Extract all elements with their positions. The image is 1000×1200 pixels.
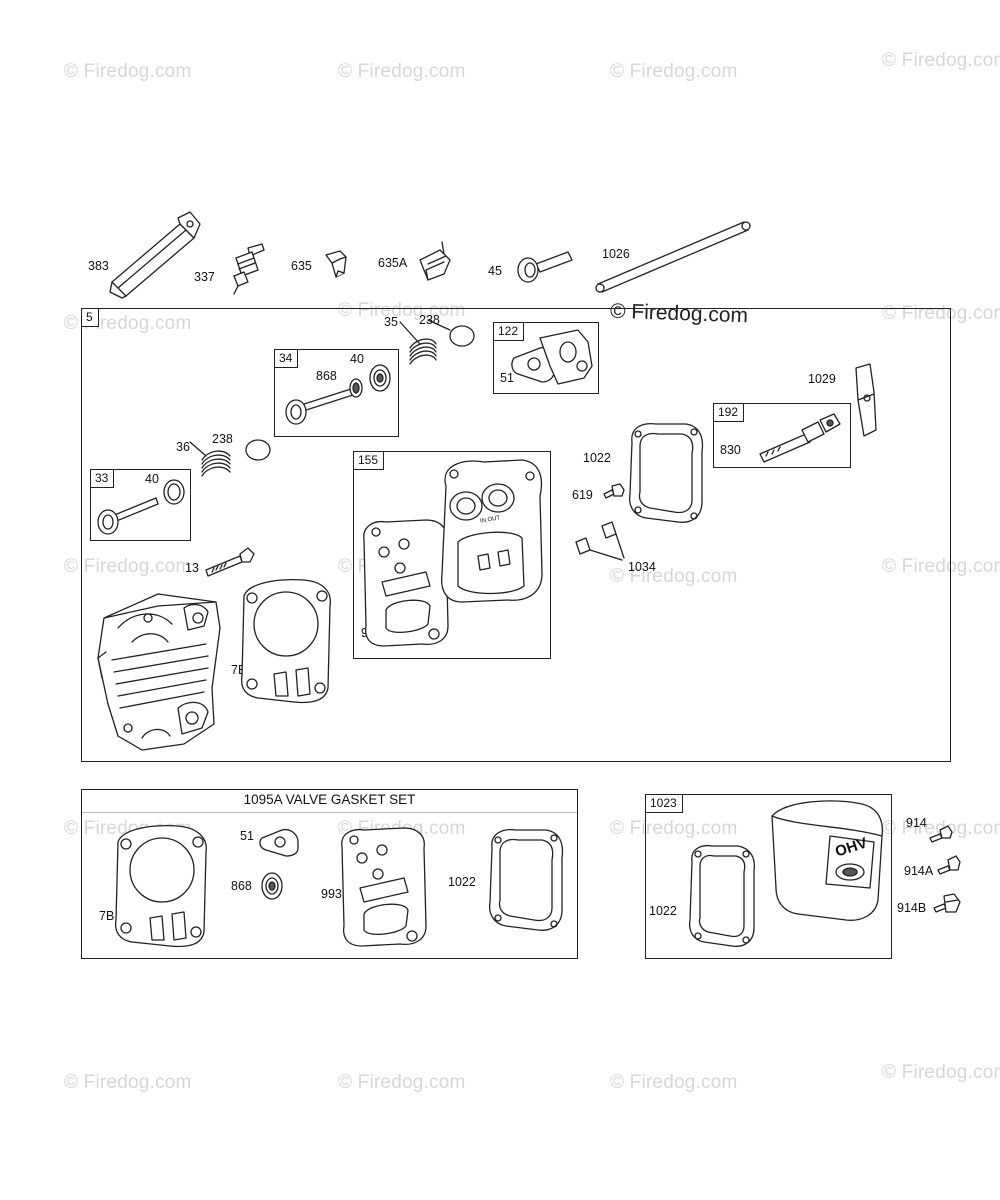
part-label-619: 619	[572, 488, 593, 502]
part-label-45: 45	[488, 264, 502, 278]
watermark: © Firedog.com	[610, 818, 738, 839]
head-bolt-part[interactable]	[204, 546, 256, 577]
watermark: © Firedog.com	[338, 300, 466, 321]
exhaust-valve-part[interactable]	[282, 362, 394, 432]
kit-box-155: 155	[353, 451, 551, 659]
kit-box-192: 192	[713, 403, 851, 468]
ignition-armature-part[interactable]	[108, 211, 208, 302]
part-label-13: 13	[185, 561, 199, 575]
watermark: © Firedog.com	[610, 61, 738, 82]
part-label-1029: 1029	[808, 372, 836, 386]
part-label-51: 51	[500, 371, 514, 385]
watermark: © Firedog.com	[882, 556, 1000, 577]
part-label-868: 868	[316, 369, 337, 383]
valve-tappet-part[interactable]	[516, 246, 576, 286]
part-label-868: 868	[231, 879, 252, 893]
watermark: © Firedog.com	[882, 1062, 1000, 1083]
part-label-383: 383	[88, 259, 109, 273]
gasket-set-title: 1095A VALVE GASKET SET	[243, 792, 416, 807]
part-label-337: 337	[194, 270, 215, 284]
kit-box-34: 34	[274, 349, 399, 437]
part-label-635a: 635A	[378, 256, 408, 270]
rocker-cover-gasket-part[interactable]	[624, 418, 708, 528]
intake-gasket-part[interactable]	[334, 822, 434, 952]
kit-tag-33: 33	[90, 469, 115, 488]
watermark: © Firedog.com	[64, 556, 192, 577]
head-gasket-part[interactable]	[108, 822, 214, 950]
valve-spring-part[interactable]	[188, 430, 278, 486]
part-label-1022: 1022	[448, 875, 476, 889]
valve-seal-part[interactable]	[258, 870, 286, 902]
part-label-1022: 1022	[649, 904, 677, 918]
part-label-1026: 1026	[602, 247, 630, 261]
part-label-1034: 1034	[628, 560, 656, 574]
screw-part[interactable]	[602, 482, 626, 502]
breather-gasket-part[interactable]	[258, 824, 306, 858]
valve-spring-part[interactable]	[398, 318, 488, 372]
kit-tag-122: 122	[493, 322, 525, 341]
part-label-51: 51	[240, 829, 254, 843]
part-label-830: 830	[720, 443, 741, 457]
part-label-1022: 1022	[583, 451, 611, 465]
rocker-gasket-part[interactable]	[432, 456, 548, 606]
watermark: © Firedog.com	[64, 1072, 192, 1093]
part-label-35: 35	[384, 315, 398, 329]
rocker-stud-part[interactable]	[752, 412, 848, 464]
kit-box-122: 122	[493, 322, 599, 394]
cylinder-head-assembly-box: 5	[81, 308, 951, 762]
watermark: © Firedog.com	[338, 61, 466, 82]
spark-plug-boot-part[interactable]	[322, 249, 352, 279]
watermark: © Firedog.com	[338, 1072, 466, 1093]
part-label-635: 635	[291, 259, 312, 273]
rocker-arm-part[interactable]	[850, 362, 880, 438]
cover-screw-part[interactable]	[928, 824, 954, 844]
rocker-cover-kit-box: 1023	[645, 794, 892, 959]
push-rod-part[interactable]	[592, 216, 754, 296]
part-label-238: 238	[212, 432, 233, 446]
spark-plug-part[interactable]	[226, 243, 270, 296]
cylinder-head-part[interactable]	[88, 588, 238, 754]
part-label-914b: 914B	[897, 901, 927, 915]
kit-tag-155: 155	[353, 451, 385, 470]
rocker-cover-part[interactable]	[766, 796, 888, 926]
watermark: © Firedog.com	[882, 50, 1000, 71]
rocker-cover-gasket-part[interactable]	[684, 840, 760, 952]
valve-gasket-set-box: 1095A VALVE GASKET SET	[81, 789, 578, 959]
part-label-40: 40	[350, 352, 364, 366]
part-label-36: 36	[176, 440, 190, 454]
watermark: © Firedog.com	[610, 1072, 738, 1093]
intake-gasket-part[interactable]	[356, 514, 456, 652]
kit-tag-192: 192	[713, 403, 745, 422]
head-gasket-part[interactable]	[234, 576, 338, 706]
watermark: © Firedog.com	[610, 566, 738, 587]
kit-tag-34: 34	[274, 349, 299, 368]
kit-tag-1023: 1023	[645, 794, 683, 813]
spark-plug-terminal-part[interactable]	[414, 240, 458, 284]
rocker-cover-gasket-part[interactable]	[484, 824, 568, 936]
part-label-914a: 914A	[904, 864, 934, 878]
valve-clip-part[interactable]	[570, 520, 634, 564]
part-label-7b: 7B	[99, 909, 115, 923]
title-divider	[82, 812, 577, 813]
watermark: © Firedog.com	[882, 818, 1000, 839]
part-label-914: 914	[906, 816, 927, 830]
assembly-tag: 5	[81, 308, 99, 327]
watermark: © Firedog.com	[64, 61, 192, 82]
kit-box-33: 33	[90, 469, 191, 541]
part-label-40: 40	[145, 472, 159, 486]
part-label-993: 993	[321, 887, 342, 901]
cover-screw-part[interactable]	[932, 892, 962, 918]
cover-screw-part[interactable]	[936, 854, 962, 876]
intake-valve-part[interactable]	[96, 478, 188, 538]
watermark-main: © Firedog.com	[609, 299, 749, 328]
breather-gasket-part[interactable]	[511, 326, 596, 390]
